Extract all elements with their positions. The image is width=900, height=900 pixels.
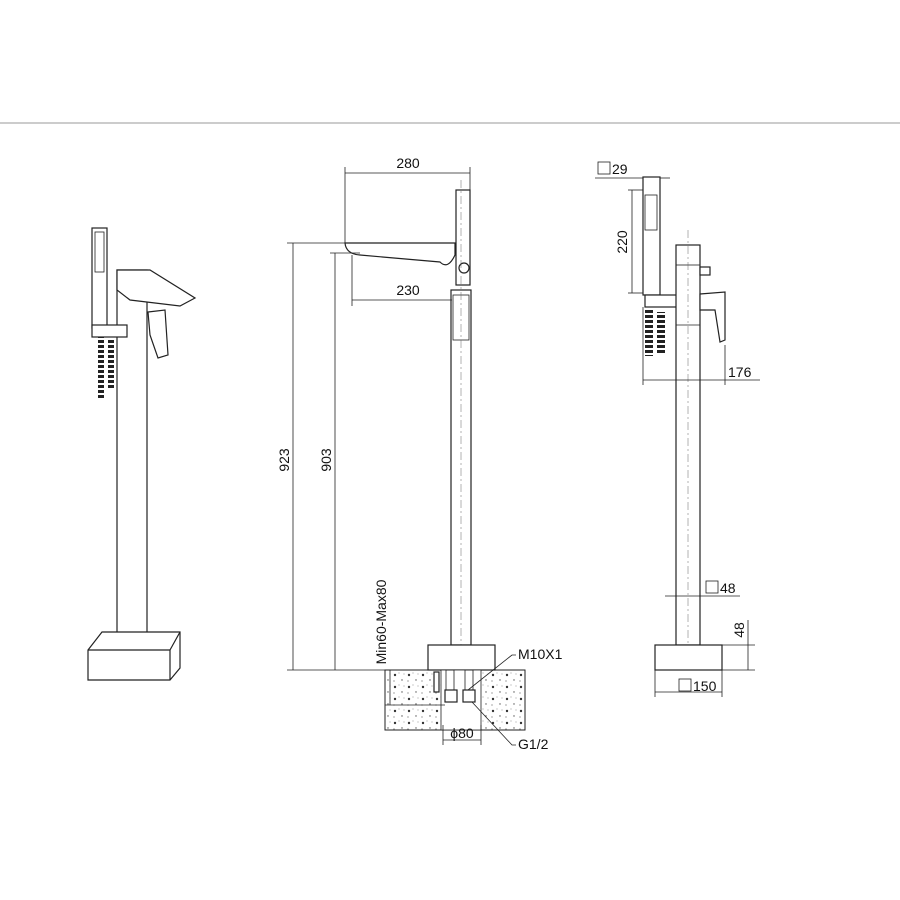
dim-280: 280 — [396, 155, 420, 171]
hose — [98, 335, 104, 400]
dim-inlet-spacing: ϕ80 — [450, 725, 474, 741]
front-view — [595, 161, 760, 697]
dim-install-depth: Min60-Max80 — [373, 579, 389, 664]
dim-923: 923 — [276, 448, 292, 472]
dim-230: 230 — [396, 282, 420, 298]
dim-150: 150 — [693, 678, 717, 694]
dim-48-column: 48 — [720, 580, 736, 596]
handshower — [91, 227, 108, 329]
label-inlet-thread: G1/2 — [518, 736, 549, 752]
holder — [91, 324, 128, 338]
side-view — [287, 167, 526, 746]
base — [654, 644, 723, 671]
spout — [344, 242, 456, 266]
lever-handle — [147, 309, 169, 359]
square-section-icon — [678, 678, 692, 692]
dim-29: 29 — [612, 161, 628, 177]
perspective-view — [87, 227, 197, 681]
square-section-icon — [597, 161, 611, 175]
dim-220: 220 — [614, 230, 630, 254]
dim-48-base: 48 — [731, 622, 747, 638]
handshower — [455, 189, 471, 286]
label-bolt: M10X1 — [518, 646, 563, 662]
dim-903: 903 — [318, 448, 334, 472]
lever-handle — [699, 291, 726, 343]
base — [87, 631, 181, 681]
dim-176: 176 — [728, 364, 752, 380]
square-section-icon — [705, 580, 719, 594]
spout — [116, 269, 197, 307]
base — [427, 644, 496, 671]
